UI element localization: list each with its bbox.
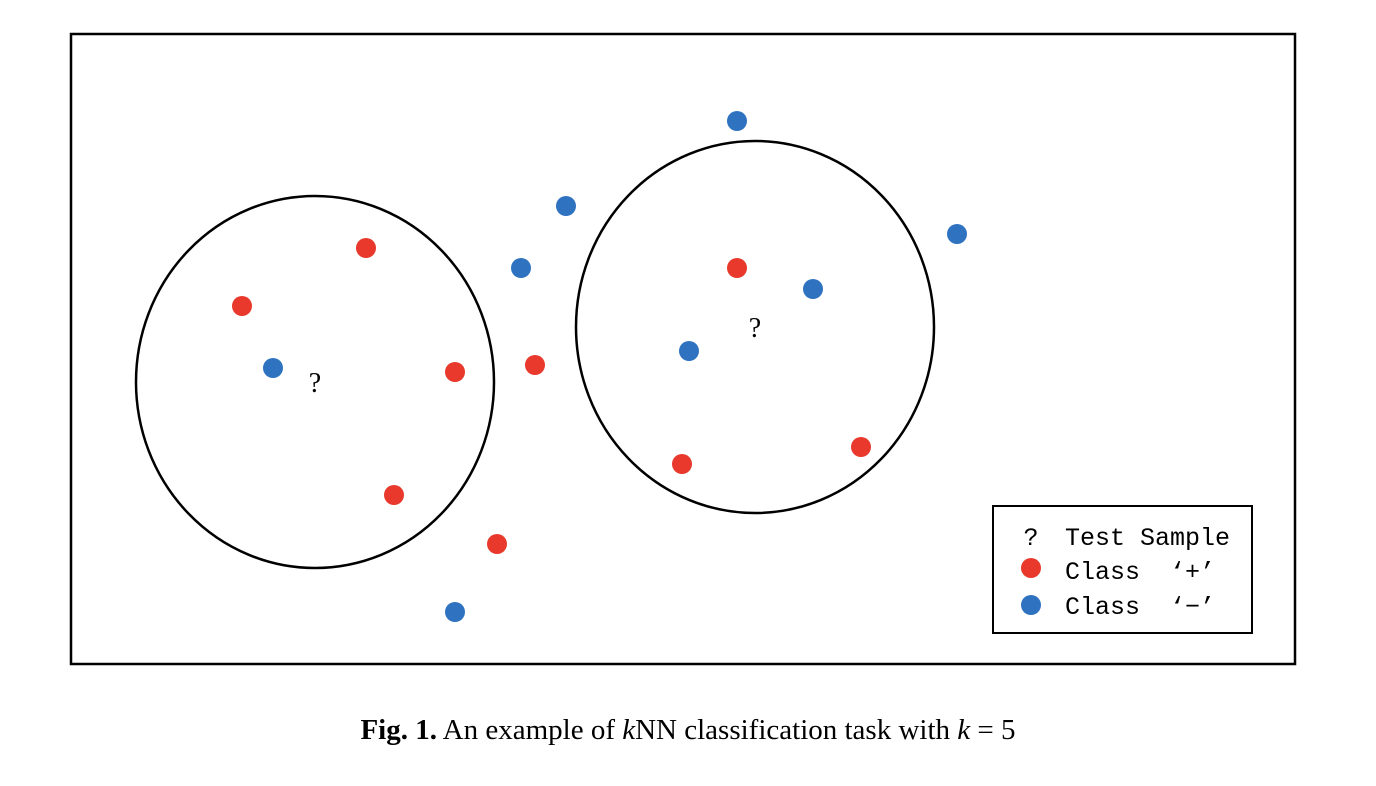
caption-equals: = xyxy=(970,714,1002,746)
caption-k-symbol: k xyxy=(622,714,636,746)
point-outside-plus-2 xyxy=(487,534,507,554)
point-outside-minus-4 xyxy=(947,224,967,244)
point-right-plus-1 xyxy=(727,258,747,278)
neighborhood-circle-right xyxy=(574,139,936,515)
point-left-plus-4 xyxy=(384,485,404,505)
caption-fig-label: Fig. 1. xyxy=(360,714,437,746)
legend-test-sample-symbol: ? xyxy=(1023,524,1038,553)
legend-class-plus-marker xyxy=(1021,558,1041,578)
point-outside-minus-5 xyxy=(445,602,465,622)
caption-k-value: 5 xyxy=(1001,714,1016,746)
figure-caption: Fig. 1. An example of kNN classification… xyxy=(0,714,1376,747)
point-outside-minus-2 xyxy=(556,196,576,216)
caption-text-before: An example of xyxy=(437,714,623,746)
legend-test-sample-label: Test Sample xyxy=(1065,524,1230,553)
point-right-minus-1 xyxy=(803,279,823,299)
point-outside-plus-1 xyxy=(525,355,545,375)
caption-k-symbol-2: k xyxy=(957,714,971,746)
point-outside-minus-1 xyxy=(727,111,747,131)
caption-text-middle: NN classification task with xyxy=(635,714,958,746)
neighborhood-circle-left xyxy=(134,194,496,570)
legend-class-plus-label: Class ‘+’ xyxy=(1065,558,1215,587)
point-right-minus-2 xyxy=(679,341,699,361)
figure-frame xyxy=(69,32,1297,666)
legend: ? Test Sample Class ‘+’ Class ‘−’ xyxy=(992,505,1253,634)
legend-class-minus-label: Class ‘−’ xyxy=(1065,593,1215,622)
test-sample-right: ? xyxy=(749,313,761,344)
point-outside-minus-3 xyxy=(511,258,531,278)
legend-class-minus-marker xyxy=(1021,595,1041,615)
point-left-plus-1 xyxy=(356,238,376,258)
knn-diagram: ? ? ? Test Sample Class ‘+’ Class ‘−’ xyxy=(69,32,1297,666)
point-right-plus-3 xyxy=(851,437,871,457)
point-left-plus-3 xyxy=(445,362,465,382)
point-left-plus-2 xyxy=(232,296,252,316)
point-right-plus-2 xyxy=(672,454,692,474)
point-left-minus-1 xyxy=(263,358,283,378)
test-sample-left: ? xyxy=(309,368,321,399)
